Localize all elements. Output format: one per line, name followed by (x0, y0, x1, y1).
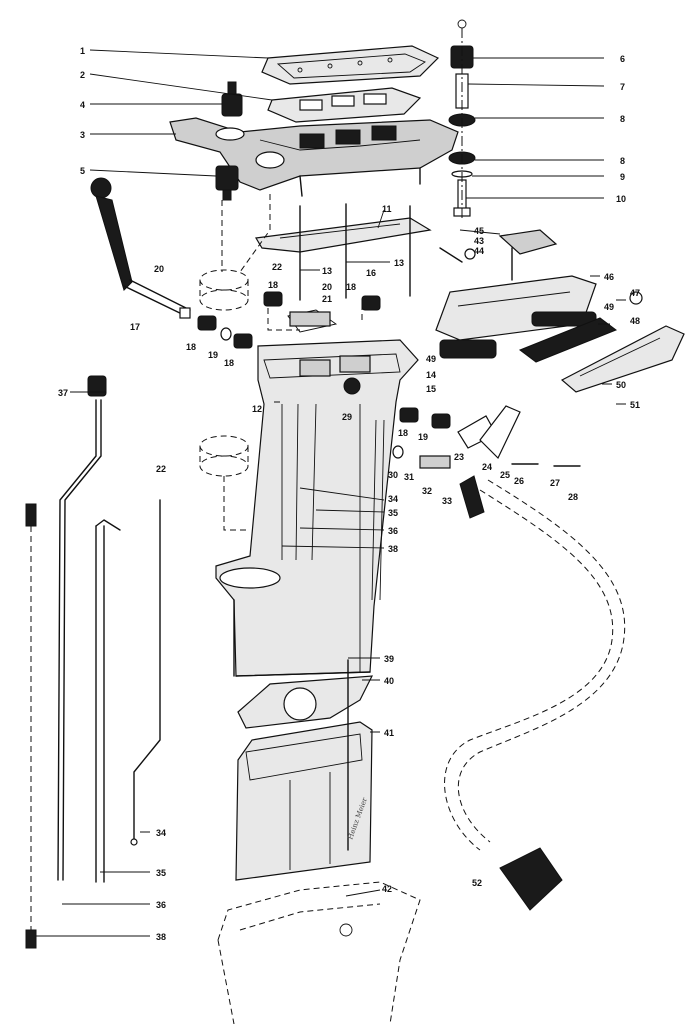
callout-29: 29 (342, 412, 352, 422)
callout-5: 5 (80, 166, 85, 176)
callout-35b: 35 (156, 868, 166, 878)
callout-34: 34 (388, 494, 398, 504)
callout-34b: 34 (156, 828, 166, 838)
callout-8: 8 (620, 114, 625, 124)
remote-cable (444, 479, 626, 911)
dashed-guides (199, 194, 363, 331)
callout-47: 47 (630, 288, 640, 298)
callout-42: 42 (382, 884, 392, 894)
lower-gasket (237, 675, 374, 729)
callout-37: 37 (58, 388, 68, 398)
bushing-stack (448, 19, 476, 220)
callout-9: 9 (620, 172, 625, 182)
callout-48: 48 (630, 316, 640, 326)
callout-26: 26 (514, 476, 524, 486)
lower-unit-outline (217, 881, 421, 1024)
shift-rod-35 (95, 519, 121, 883)
callout-38b: 38 (156, 932, 166, 942)
callout-38: 38 (388, 544, 398, 554)
callout-28: 28 (568, 492, 578, 502)
callout-13b: 13 (394, 258, 404, 268)
callout-46: 46 (604, 272, 614, 282)
callout-49b: 49 (426, 354, 436, 364)
callout-23: 23 (454, 452, 464, 462)
shift-lever (90, 177, 191, 319)
callout-22b: 22 (156, 464, 166, 474)
studs (299, 203, 411, 301)
callout-45: 45 (474, 226, 484, 236)
callout-36: 36 (388, 526, 398, 536)
callout-36b: 36 (156, 900, 166, 910)
linkage-parts-23-33 (392, 405, 581, 519)
callout-18d: 18 (346, 282, 356, 292)
shift-rod-37 (57, 375, 107, 881)
callout-22: 22 (272, 262, 282, 272)
callout-40: 40 (384, 676, 394, 686)
callout-20b: 20 (322, 282, 332, 292)
callout-10: 10 (616, 194, 626, 204)
callout-49: 49 (604, 302, 614, 312)
shift-housing-50 (560, 325, 685, 393)
callout-2: 2 (80, 70, 85, 80)
gasket-plate (267, 87, 422, 123)
callout-18e: 18 (398, 428, 408, 438)
callout-44: 44 (474, 246, 484, 256)
callout-31: 31 (404, 472, 414, 482)
callout-32: 32 (422, 486, 432, 496)
bushings-left (197, 291, 381, 349)
dashed-tube (199, 435, 250, 531)
linkage-45 (439, 229, 558, 281)
callout-4: 4 (80, 100, 85, 110)
callout-18: 18 (186, 342, 196, 352)
callout-50: 50 (616, 380, 626, 390)
callout-7: 7 (620, 82, 625, 92)
callout-18c: 18 (268, 280, 278, 290)
shift-rod-38 (25, 503, 37, 949)
drive-shaft-housing (215, 339, 419, 677)
callout-17: 17 (130, 322, 140, 332)
mounting-bracket (169, 117, 459, 197)
callout-51: 51 (630, 400, 640, 410)
lower-housing (235, 721, 373, 881)
callout-19b: 19 (418, 432, 428, 442)
callout-39: 39 (384, 654, 394, 664)
callout-30: 30 (388, 470, 398, 480)
callout-20: 20 (154, 264, 164, 274)
callout-1: 1 (80, 46, 85, 56)
callout-13: 13 (322, 266, 332, 276)
callout-43: 43 (474, 236, 484, 246)
callout-11: 11 (382, 204, 392, 214)
callout-35: 35 (388, 508, 398, 518)
callout-12: 12 (252, 404, 262, 414)
callout-21: 21 (322, 294, 332, 304)
callout-27: 27 (550, 478, 560, 488)
callout-16: 16 (366, 268, 376, 278)
callout-6: 6 (620, 54, 625, 64)
gasket-top (261, 45, 440, 85)
spacer-gasket (255, 217, 432, 253)
callout-8b: 8 (620, 156, 625, 166)
leader-lines (36, 49, 626, 937)
callout-52: 52 (472, 878, 482, 888)
callout-33: 33 (442, 496, 452, 506)
callout-41: 41 (384, 728, 394, 738)
callout-18b: 18 (224, 358, 234, 368)
callout-3: 3 (80, 130, 85, 140)
shift-rod-34 (130, 499, 161, 846)
callout-numbers: 1 2 3 4 5 6 7 8 8 9 10 11 12 13 13 14 15… (58, 46, 640, 942)
callout-24: 24 (482, 462, 492, 472)
spring-49 (439, 311, 597, 359)
callout-15: 15 (426, 384, 436, 394)
callout-25: 25 (500, 470, 510, 480)
callout-19: 19 (208, 350, 218, 360)
shift-shaft-48 (518, 317, 618, 363)
callout-14: 14 (426, 370, 436, 380)
rubber-mount-lower (215, 165, 239, 201)
rubber-mount-upper (221, 81, 243, 117)
